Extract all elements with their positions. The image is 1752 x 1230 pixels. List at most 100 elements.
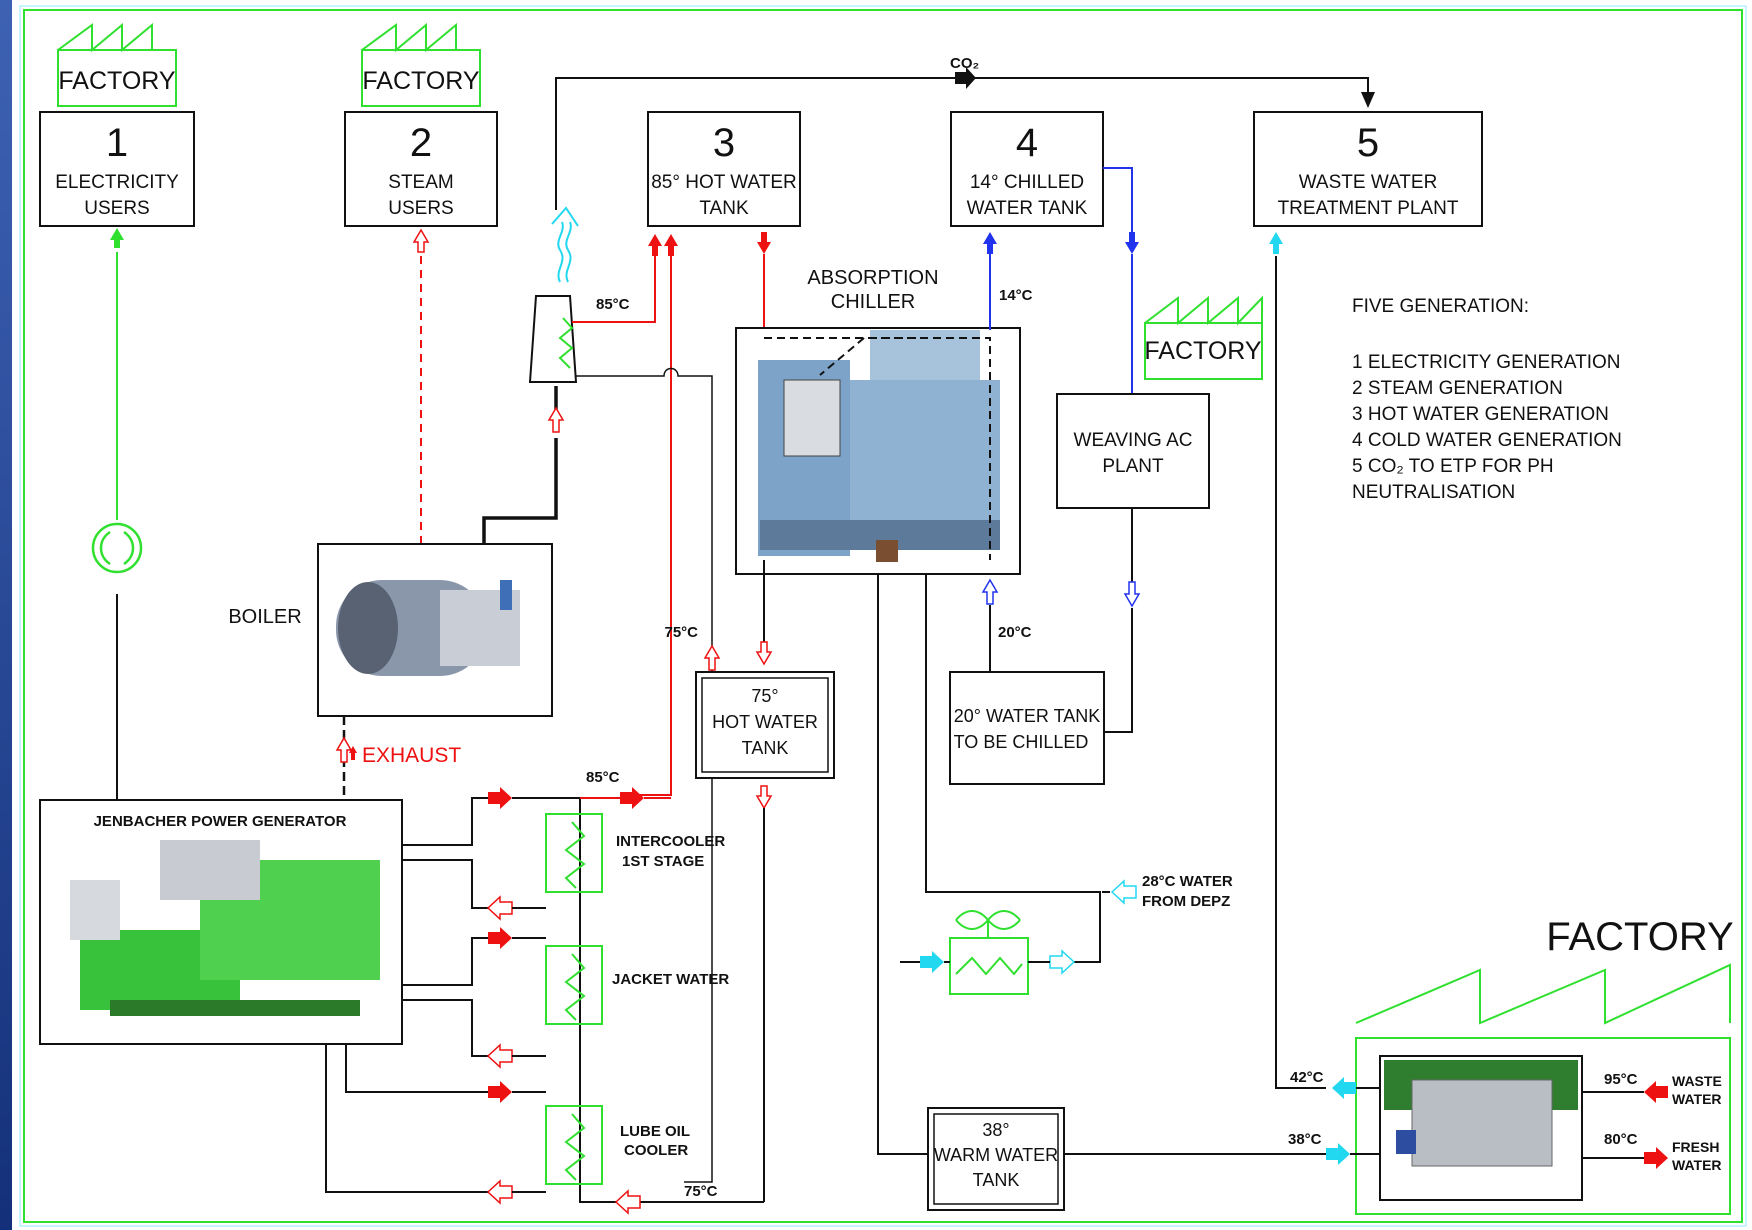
down-arrow-hotwater (757, 232, 771, 254)
up-arrow-chilled (983, 232, 997, 254)
temp-42: 42°C (1290, 1069, 1324, 1086)
lube-oil-label-1: LUBE OIL (620, 1123, 690, 1140)
generator-symbol-icon (93, 524, 141, 572)
box-85-hot-water-tank: 3 85° HOT WATER TANK (648, 112, 800, 226)
cooling-tower-hx (950, 911, 1028, 994)
svg-text:WASTE WATER: WASTE WATER (1299, 172, 1438, 193)
legend-item-5: 5 CO₂ TO ETP FOR PH (1352, 456, 1554, 477)
factory-label-2: FACTORY (362, 67, 479, 95)
generator-label: JENBACHER POWER GENERATOR (94, 813, 347, 830)
factory-heat-recovery-unit (1380, 1056, 1582, 1200)
temp-28-line1: 28°C WATER (1142, 873, 1233, 890)
svg-text:PLANT: PLANT (1102, 456, 1164, 477)
svg-text:2: 2 (410, 121, 432, 165)
fresh-water-label-2: WATER (1672, 1157, 1722, 1173)
fresh-water-label-1: FRESH (1672, 1139, 1719, 1155)
legend: FIVE GENERATION: 1 ELECTRICITY GENERATIO… (1352, 296, 1622, 503)
steam-vapor-arrow (552, 208, 578, 282)
svg-text:20° WATER TANK: 20° WATER TANK (954, 706, 1101, 726)
down-arrow-ac-return (1125, 582, 1139, 606)
waste-in-arrow (1644, 1081, 1668, 1103)
temp-38: 38°C (1288, 1131, 1322, 1148)
svg-text:TANK: TANK (742, 738, 789, 758)
waste-water-label-1: WASTE (1672, 1073, 1722, 1089)
svg-text:HOT WATER: HOT WATER (712, 712, 818, 732)
temp-75-bottom: 75°C (684, 1183, 718, 1200)
box-waste-water-treatment-plant: 5 WASTE WATER TREATMENT PLANT (1254, 112, 1482, 226)
exhaust-up-arrow-to-flue (549, 408, 563, 432)
up-arrow-hotwater-b (664, 234, 678, 256)
legend-title: FIVE GENERATION: (1352, 296, 1529, 317)
cyan-arrow-to-tower (920, 951, 944, 973)
svg-text:WEAVING AC: WEAVING AC (1074, 430, 1193, 451)
absorption-chiller-label-2: CHILLER (831, 291, 915, 313)
box-steam-users: 2 STEAM USERS (345, 112, 497, 226)
svg-text:1: 1 (106, 121, 128, 165)
temp-80: 80°C (1604, 1131, 1638, 1148)
cyan-arrow-38 (1326, 1143, 1350, 1165)
fresh-in-arrow (1644, 1147, 1668, 1169)
factory-label-1: FACTORY (58, 67, 175, 95)
down-arrow-below-75-tank (757, 786, 771, 808)
return-75-up-arrow (705, 646, 719, 670)
generator-box (40, 800, 402, 1044)
flue-gas-heat-exchanger (530, 296, 576, 382)
svg-text:TANK: TANK (973, 1170, 1020, 1190)
box-electricity-users: 1 ELECTRICITY USERS (40, 112, 194, 226)
boiler-label: BOILER (228, 606, 301, 628)
svg-text:USERS: USERS (84, 198, 149, 219)
generator-red-arrows (488, 787, 640, 1213)
factory-label-3: FACTORY (1144, 337, 1261, 365)
svg-text:STEAM: STEAM (388, 172, 453, 193)
svg-text:TANK: TANK (699, 198, 749, 219)
intercooler-label-2: 1ST STAGE (622, 853, 704, 870)
box-38-warm-water-tank: 38° WARM WATER TANK (928, 1108, 1064, 1210)
cyan-arrow-depz (1112, 881, 1136, 903)
factory-label-4: FACTORY (1546, 915, 1733, 959)
temp-95: 95°C (1604, 1071, 1638, 1088)
jacket-water-label: JACKET WATER (612, 971, 729, 988)
legend-item-2: 2 STEAM GENERATION (1352, 378, 1563, 399)
svg-text:3: 3 (713, 121, 735, 165)
legend-item-5-cont: NEUTRALISATION (1352, 482, 1515, 503)
up-arrow-steam (414, 230, 428, 252)
down-arrow-75-tank (757, 642, 771, 664)
svg-text:WATER TANK: WATER TANK (967, 198, 1088, 219)
absorption-chiller-box (736, 328, 1020, 574)
svg-text:TO BE CHILLED: TO BE CHILLED (954, 732, 1089, 752)
temp-85-hx: 85°C (586, 769, 620, 786)
svg-text:5: 5 (1357, 121, 1379, 165)
svg-text:TREATMENT PLANT: TREATMENT PLANT (1278, 198, 1459, 219)
legend-item-3: 3 HOT WATER GENERATION (1352, 404, 1609, 425)
flue-coil (560, 318, 572, 368)
up-arrow-hotwater-a (648, 234, 662, 256)
cyan-arrow-42 (1332, 1077, 1356, 1099)
co2-arrow-down (1361, 92, 1375, 108)
svg-text:WARM WATER: WARM WATER (934, 1145, 1058, 1165)
svg-text:85° HOT WATER: 85° HOT WATER (651, 172, 797, 193)
up-arrow-electricity (110, 228, 124, 248)
waste-water-label-2: WATER (1672, 1091, 1722, 1107)
box-14-chilled-water-tank: 4 14° CHILLED WATER TANK (951, 112, 1103, 226)
exhaust-up-arrow (337, 738, 351, 762)
cyan-arrow-from-tower (1050, 951, 1074, 973)
temp-20: 20°C (998, 624, 1032, 641)
svg-text:ELECTRICITY: ELECTRICITY (55, 172, 179, 193)
up-arrow-wastewater (1269, 232, 1283, 254)
co2-label: CO₂ (950, 55, 979, 72)
absorption-chiller-label-1: ABSORPTION (807, 267, 938, 289)
exhaust-flue-line (484, 386, 556, 545)
exhaust-label: EXHAUST (362, 744, 461, 767)
box-weaving-ac-plant: WEAVING AC PLANT (1057, 394, 1209, 508)
boiler-box (318, 544, 552, 716)
box-20-water-tank: 20° WATER TANK TO BE CHILLED (950, 672, 1104, 784)
temp-14: 14°C (999, 287, 1033, 304)
jacket-water-hx (546, 946, 602, 1024)
box-75-hot-water-tank: 75° HOT WATER TANK (696, 672, 834, 778)
up-arrow-20c (983, 580, 997, 604)
legend-item-4: 4 COLD WATER GENERATION (1352, 430, 1622, 451)
svg-text:38°: 38° (982, 1120, 1009, 1140)
intercooler-hx (546, 814, 602, 892)
intercooler-label-1: INTERCOOLER (616, 833, 725, 850)
